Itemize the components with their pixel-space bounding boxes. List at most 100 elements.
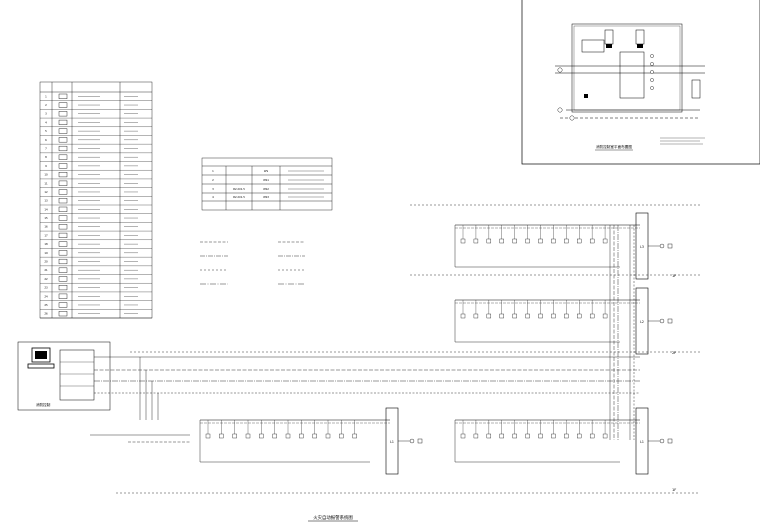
device-icon (538, 313, 543, 319)
legend-row-no: 12 (44, 190, 48, 194)
legend-row-no: 22 (44, 277, 48, 281)
floor-code: L3 (640, 245, 644, 249)
legend-symbol-icon (58, 163, 68, 169)
legend-rows: 1234567891011121314151617181920212223242… (40, 93, 152, 319)
legend-symbol-icon (58, 267, 68, 273)
legend-symbol-icon (58, 285, 68, 291)
device-icon (460, 313, 466, 319)
device-icon (512, 313, 517, 319)
legend-row-no: 15 (44, 216, 48, 220)
device-icon (325, 433, 331, 439)
device-icon (551, 313, 556, 319)
device-icon (602, 238, 608, 244)
wire-row-code: WS3 (263, 195, 269, 199)
legend-symbol-icon (58, 250, 68, 256)
device-icon (564, 313, 569, 319)
device-icon (589, 433, 595, 439)
wire-row-code: WS (264, 169, 269, 173)
legend-row-no: 23 (44, 286, 48, 290)
terminal-icon (659, 438, 665, 444)
device-icon (486, 313, 492, 319)
device-icon (245, 433, 251, 439)
legend-symbol-icon (58, 293, 68, 299)
legend-row-no: 11 (44, 181, 48, 185)
device-icon (564, 433, 569, 439)
fire-control-label: 消防控制 (36, 402, 51, 407)
device-icon (525, 238, 530, 244)
legend-row-no: 10 (44, 173, 48, 177)
device-icon (512, 433, 517, 439)
legend-row-no: 2 (45, 103, 47, 107)
wire-table (201, 157, 333, 211)
legend-symbol-icon (58, 102, 68, 108)
legend-row-no: 8 (45, 155, 47, 159)
legend-symbol-icon (58, 224, 68, 230)
device-icon (473, 238, 479, 244)
floor-code: L1 (390, 440, 394, 444)
device-icon (339, 433, 344, 439)
legend-row-no: 13 (44, 199, 48, 203)
legend-symbol-icon (58, 241, 68, 247)
legend-symbol-icon (58, 111, 68, 117)
device-icon (312, 433, 317, 439)
legend-row-no: 5 (45, 129, 47, 133)
device-icon (602, 313, 608, 319)
device-icon (232, 433, 237, 439)
device-icon (538, 238, 543, 244)
legend-symbol-icon (58, 311, 68, 317)
control-room-plan: 消防控制室平面布置图 (521, 0, 760, 165)
legend-symbol-icon (58, 154, 68, 160)
legend-row-no: 3 (45, 112, 47, 116)
legend-symbol-icon (58, 258, 68, 265)
computer-icon (27, 347, 55, 369)
floor-loop-block: L3 (454, 212, 673, 280)
legend-symbol-icon (58, 119, 68, 125)
external-feeders (90, 434, 190, 443)
device-icon (551, 238, 556, 244)
legend-row-no: 9 (45, 164, 47, 168)
diagram-title: 火灾自动报警系统图 (313, 514, 353, 521)
wire-row-code: WS1 (263, 178, 269, 182)
wire-row-no: 2 (212, 178, 214, 182)
legend-symbol-icon (58, 232, 68, 238)
legend-symbol-icon (58, 215, 68, 221)
legend-row-no: 20 (44, 260, 48, 264)
device-icon (219, 433, 224, 439)
legend-row-no: 25 (44, 303, 48, 307)
device-icon (299, 433, 304, 439)
device-icon (589, 313, 595, 319)
legend-symbol-icon (58, 206, 68, 212)
device-icon (352, 433, 357, 439)
device-icon (460, 238, 466, 244)
device-icon (486, 433, 492, 439)
wire-row-no: 1 (212, 169, 214, 173)
terminal-icon (417, 438, 423, 444)
floor-loop-block: L1 (454, 407, 673, 475)
device-icon (551, 433, 556, 439)
legend-row-no: 14 (44, 207, 48, 211)
legend-table (39, 81, 153, 319)
fire-control-station: 消防控制 (17, 341, 111, 411)
terminal-icon (667, 318, 673, 324)
side-label-top: 1F (672, 274, 676, 278)
device-icon (272, 433, 277, 439)
device-icon (602, 433, 608, 439)
device-icon (538, 433, 543, 439)
device-icon (205, 433, 211, 439)
terminal-icon (659, 243, 665, 249)
wire-row-type: RV-2X1.5 (233, 187, 245, 191)
wire-row-code: WS2 (263, 187, 269, 191)
floor-code: L1 (640, 440, 644, 444)
legend-symbol-icon (58, 137, 68, 143)
legend-symbol-icon (58, 145, 68, 152)
device-icon (499, 313, 504, 319)
device-icon (460, 433, 466, 439)
legend-symbol-icon (58, 276, 68, 282)
device-icon (473, 433, 479, 439)
legend-row-no: 18 (44, 242, 48, 246)
side-label-mid: 2F (672, 351, 676, 355)
floor-loop-block: L1 (199, 407, 423, 475)
device-icon (512, 238, 517, 244)
